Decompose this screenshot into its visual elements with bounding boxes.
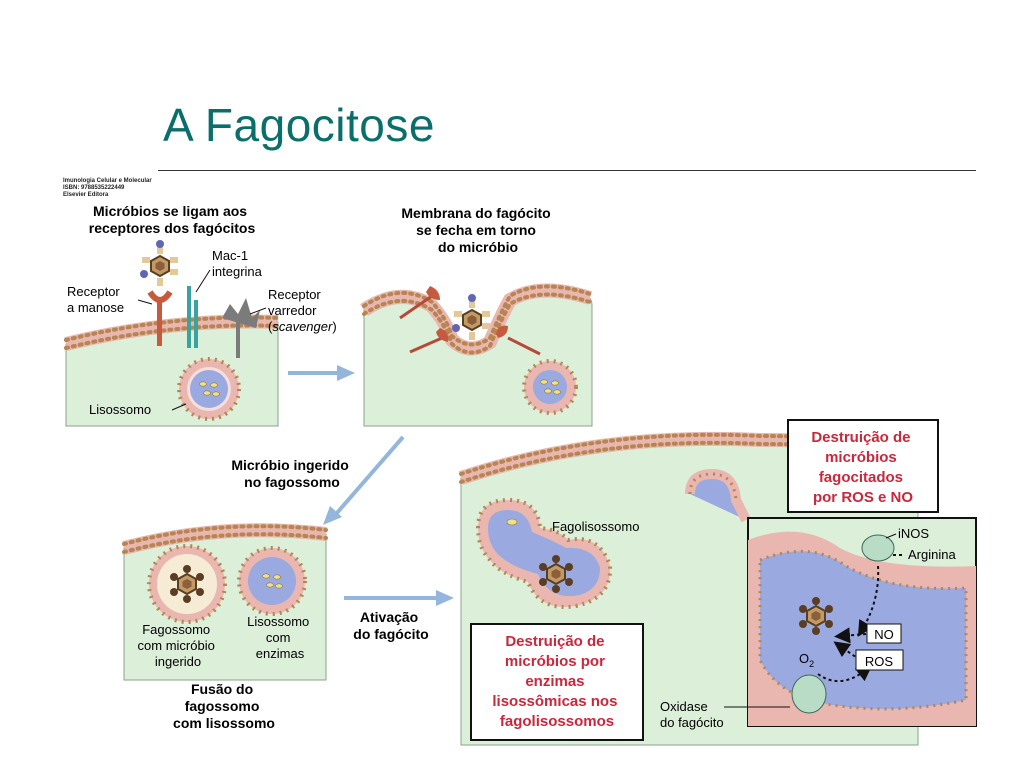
no-box — [866, 623, 902, 644]
arrow-activation — [344, 590, 454, 606]
label-scavenger-receptor: Receptor varredor — [268, 287, 324, 318]
mac1-integrin — [187, 286, 198, 348]
label-oxidase: Oxidase do fagócito — [660, 699, 724, 730]
phagosome — [147, 544, 227, 624]
label-lysosome-enzymes: Lisossomo com enzimas — [247, 614, 313, 661]
label-no: NO — [874, 627, 894, 642]
enzyme-destruction-box: Destruição de micróbios por enzimas liso… — [470, 623, 644, 741]
step4-heading: Fusão do fagossomo com lisossomo — [173, 681, 275, 731]
svg-text:Destruição de micróbio: Destruição de micróbios fagocitados por … — [811, 429, 914, 506]
credit-publisher: Elsevier Editora — [63, 192, 109, 198]
svg-text:(scavenger): (scavenger) — [268, 319, 337, 334]
slide-title: A Fagocitose — [163, 99, 435, 151]
oxidase-enzyme — [791, 674, 827, 714]
label-mannose-receptor: Receptor a manose — [67, 284, 124, 315]
invagination — [685, 468, 751, 523]
receptors-engulfing — [399, 286, 541, 356]
scav-paren-open: ( — [268, 319, 273, 334]
label-o2: O2 — [799, 651, 814, 669]
step2-heading: Membrana do fagócito se fecha em torno d… — [401, 205, 554, 255]
ros-no-inset — [747, 517, 977, 727]
label-inos: iNOS — [898, 526, 929, 541]
lysosome-3 — [237, 546, 307, 616]
scav-italic: scavenger — [272, 319, 333, 334]
ros-box — [855, 649, 904, 671]
panel-binding: Micróbios se ligam aos receptores dos fa… — [64, 203, 337, 427]
title-divider — [158, 170, 976, 171]
credit-isbn: ISBN: 9788535222449 — [63, 185, 125, 191]
inos-enzyme — [861, 534, 895, 562]
fusing-vesicles — [475, 497, 613, 609]
svg-text:Destruição de micróbio: Destruição de micróbios por enzimas liso… — [492, 633, 621, 730]
arrow-step2-to-step3 — [323, 435, 405, 525]
microbe-engulfing — [451, 293, 491, 341]
arrow-step1-to-step2 — [288, 365, 355, 381]
ros-no-box: Destruição de micróbios fagocitados por … — [787, 419, 939, 513]
credit-book-title: Imunologia Celular e Molecular — [63, 178, 152, 184]
scav-paren-close: ) — [332, 319, 336, 334]
activation-label: Ativação do fagócito — [353, 609, 428, 642]
panel-destruction: Fagolisossomo Destruição de micróbios po… — [458, 419, 977, 746]
label-arginine: Arginina — [908, 547, 956, 562]
step1-heading: Micróbios se ligam aos receptores dos fa… — [89, 203, 256, 236]
mannose-receptor — [147, 290, 173, 346]
lysosome-2 — [522, 359, 578, 415]
panel-engulfment: Membrana do fagócito se fecha em torno d… — [360, 205, 593, 427]
microbe-bound — [139, 239, 179, 287]
label-phagosome: Fagossomo com micróbio ingerido — [138, 622, 219, 669]
scavenger-receptor — [222, 298, 260, 358]
label-mac1: Mac-1 integrina — [212, 248, 263, 279]
book-credit: Imunologia Celular e Molecular ISBN: 978… — [63, 178, 152, 199]
panel-fusion: Fagossomo com micróbio ingerido Lisossom… — [122, 523, 328, 731]
label-phagolysosome: Fagolisossomo — [552, 519, 639, 534]
label-ros: ROS — [865, 654, 894, 669]
step3-label: Micróbio ingerido no fagossomo — [231, 457, 352, 490]
label-lysosome: Lisossomo — [89, 402, 151, 417]
lysosome-1 — [177, 357, 241, 421]
